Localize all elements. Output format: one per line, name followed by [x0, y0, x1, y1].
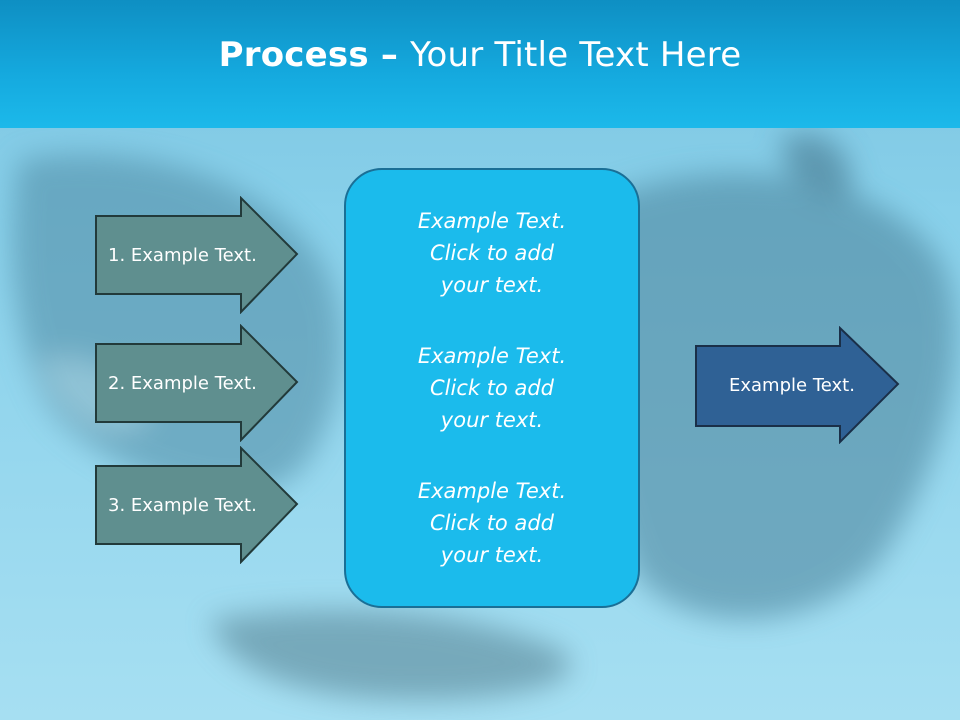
input-arrow-2[interactable]: 2. Example Text. [95, 324, 299, 442]
output-arrow-label: Example Text. [729, 374, 855, 396]
title-bar: Process – Your Title Text Here [0, 0, 960, 128]
arrow-shape-1 [95, 196, 299, 314]
input-arrow-3-label: 3. Example Text. [108, 494, 257, 516]
output-arrow[interactable]: Example Text. [695, 326, 900, 444]
title-dash: – [368, 35, 411, 75]
arrow-shape-2 [95, 324, 299, 442]
arrow-shape-3 [95, 446, 299, 564]
center-text-box[interactable]: Example Text. Click to add your text. Ex… [344, 168, 640, 608]
output-arrow-shape [695, 326, 900, 444]
center-paragraph-1[interactable]: Example Text. Click to add your text. [417, 209, 567, 297]
title-text: Your Title Text Here [410, 35, 742, 75]
center-paragraph-2[interactable]: Example Text. Click to add your text. [417, 344, 567, 432]
input-arrow-2-label: 2. Example Text. [108, 372, 257, 394]
title-bold: Process [218, 35, 369, 75]
input-arrow-3[interactable]: 3. Example Text. [95, 446, 299, 564]
input-arrow-1[interactable]: 1. Example Text. [95, 196, 299, 314]
slide-title[interactable]: Process – Your Title Text Here [219, 35, 742, 75]
center-paragraph-3[interactable]: Example Text. Click to add your text. [417, 479, 567, 567]
input-arrow-1-label: 1. Example Text. [108, 244, 257, 266]
